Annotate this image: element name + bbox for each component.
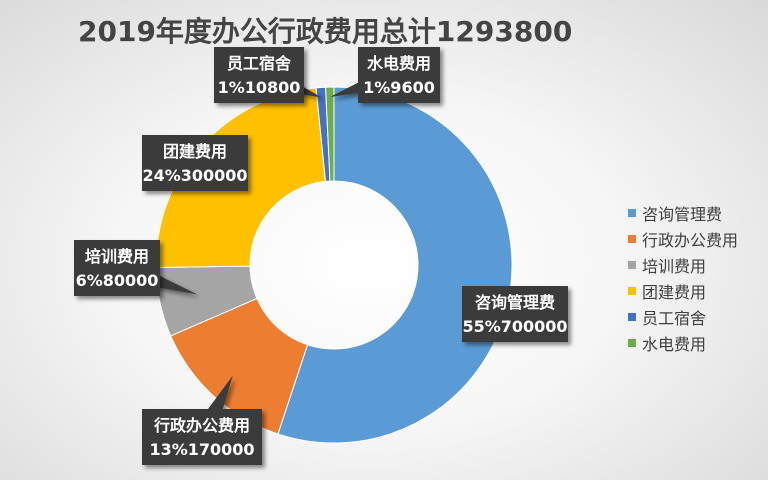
legend-swatch-5 xyxy=(628,339,636,347)
legend-label-1: 行政办公费用 xyxy=(642,231,739,250)
callout-box-0 xyxy=(462,286,568,342)
slice-5 xyxy=(325,86,335,182)
callout-box-4 xyxy=(214,47,304,103)
data-label-name-3: 团建费用 xyxy=(163,142,227,161)
legend-item-3: 团建费用 xyxy=(628,278,738,304)
callout-box-1 xyxy=(142,409,262,465)
data-label-value-2: 6%80000 xyxy=(76,271,159,290)
legend-label-3: 团建费用 xyxy=(642,283,707,302)
callout-box-2 xyxy=(74,240,160,296)
data-label-name-4: 员工宿舍 xyxy=(227,54,292,73)
data-label-name-0: 咨询管理费 xyxy=(475,293,555,312)
callout-box-5 xyxy=(358,47,440,103)
chart-legend: 咨询管理费行政办公费用培训费用团建费用员工宿舍水电费用 xyxy=(628,200,738,356)
data-label-name-2: 培训费用 xyxy=(85,247,149,266)
legend-label-0: 咨询管理费 xyxy=(642,205,723,224)
data-label-name-1: 行政办公费用 xyxy=(153,416,250,435)
legend-item-2: 培训费用 xyxy=(628,252,738,278)
data-label-name-5: 水电费用 xyxy=(367,54,431,73)
legend-swatch-4 xyxy=(628,313,636,321)
data-label-value-4: 1%10800 xyxy=(218,78,301,97)
legend-swatch-0 xyxy=(628,209,636,217)
legend-label-4: 员工宿舍 xyxy=(642,309,707,328)
data-label-value-3: 24%300000 xyxy=(142,166,247,185)
legend-swatch-2 xyxy=(628,261,636,269)
legend-label-2: 培训费用 xyxy=(642,257,707,276)
legend-item-1: 行政办公费用 xyxy=(628,226,738,252)
legend-item-4: 员工宿舍 xyxy=(628,304,738,330)
legend-item-5: 水电费用 xyxy=(628,330,738,356)
chart-title: 2019年度办公行政费用总计1293800 xyxy=(78,15,573,48)
legend-label-5: 水电费用 xyxy=(642,335,707,354)
data-label-value-0: 55%700000 xyxy=(462,317,567,336)
legend-swatch-3 xyxy=(628,287,636,295)
data-label-value-1: 13%170000 xyxy=(149,440,254,459)
callout-box-3 xyxy=(142,135,248,191)
data-label-value-5: 1%9600 xyxy=(363,78,435,97)
legend-swatch-1 xyxy=(628,235,636,243)
legend-item-0: 咨询管理费 xyxy=(628,200,738,226)
slice-0 xyxy=(277,86,513,444)
